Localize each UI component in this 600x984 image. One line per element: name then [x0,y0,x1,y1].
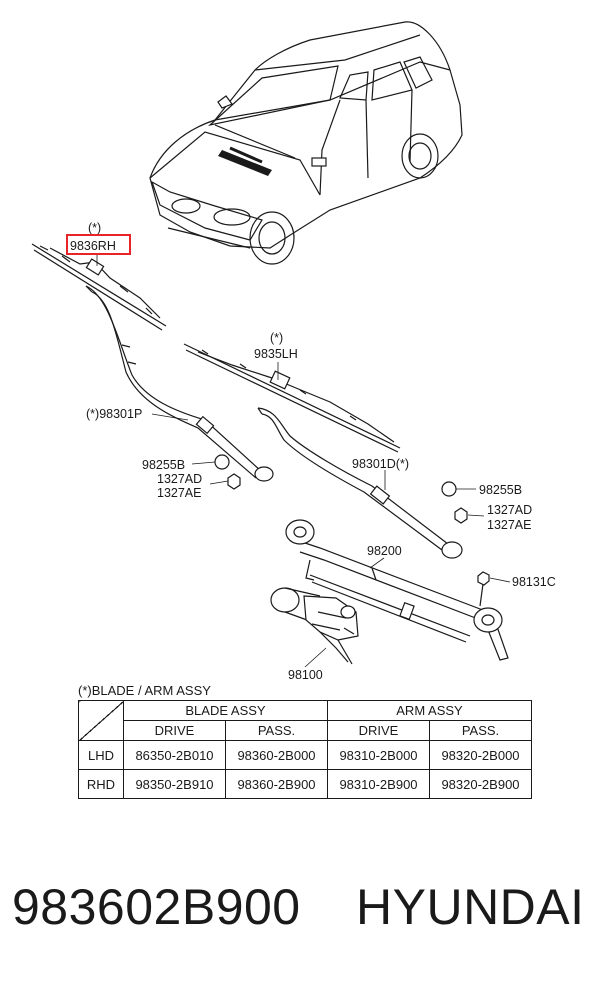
wiper-motor [270,587,359,665]
cap-left [214,454,230,470]
brand-name: HYUNDAI [356,879,585,935]
part-number-table: BLADE ASSY ARM ASSY DRIVE PASS. DRIVE PA… [78,700,532,799]
callout-cap-right[interactable]: 98255B [479,483,522,497]
callout-arm-p[interactable]: (*)98301P [86,407,142,421]
callout-lh-blade[interactable]: 9835LH [254,347,298,361]
mark-top: (*) [88,221,101,235]
car-illustration [149,21,463,265]
mark-lh: (*) [270,331,283,345]
cell-lhd-arm-drive: 98310-2B000 [327,740,430,770]
bolt [477,571,490,607]
cell-lhd-arm-pass: 98320-2B000 [429,740,532,770]
table-row: LHD 86350-2B010 98360-2B000 98310-2B000 … [78,740,532,770]
callout-motor[interactable]: 98100 [288,668,323,680]
cell-rhd-blade-pass: 98360-2B900 [225,769,328,799]
row-label-rhd: RHD [78,769,124,799]
callout-cap-left[interactable]: 98255B [142,458,185,472]
subheader-blade-pass: PASS. [225,720,328,741]
leader-lines [96,254,511,668]
wiper-parts-diagram: (*) 9836RH (*) 9835LH (*)98301P 98255B 1… [31,21,556,680]
table-row: RHD 98350-2B910 98360-2B900 98310-2B900 … [78,769,532,799]
cell-rhd-blade-drive: 98350-2B910 [123,769,226,799]
cell-lhd-blade-pass: 98360-2B000 [225,740,328,770]
table-note: (*)BLADE / ARM ASSY [78,683,211,698]
callout-nut-ad-right[interactable]: 1327AD [487,503,532,517]
lh-blade [183,343,401,453]
subheader-blade-drive: DRIVE [123,720,226,741]
rh-arm [85,285,274,482]
callout-nut-ad-left[interactable]: 1327AD [157,472,202,486]
callout-nut-ae-right[interactable]: 1327AE [487,518,531,532]
rh-blade-highlight-box [66,234,131,255]
callout-linkage[interactable]: 98200 [367,544,402,558]
cap-right [441,481,457,497]
part-number: 983602B900 [12,879,301,935]
callout-rh-blade[interactable]: 9836RH [70,239,116,253]
row-label-lhd: LHD [78,740,124,770]
callout-nut-ae-left[interactable]: 1327AE [157,486,201,500]
callout-arm-d[interactable]: 98301D(*) [352,457,409,471]
cell-lhd-blade-drive: 86350-2B010 [123,740,226,770]
header-blade-assy: BLADE ASSY [123,700,328,721]
linkage-assembly [285,519,509,661]
cell-rhd-arm-pass: 98320-2B900 [429,769,532,799]
cell-rhd-arm-drive: 98310-2B900 [327,769,430,799]
table-corner-cell [78,700,124,741]
nut-right [454,507,468,524]
callout-bolt[interactable]: 98131C [512,575,556,589]
lh-arm [257,407,463,559]
rh-blade [31,243,167,331]
subheader-arm-pass: PASS. [429,720,532,741]
subheader-arm-drive: DRIVE [327,720,430,741]
header-arm-assy: ARM ASSY [327,700,532,721]
nut-left [227,473,241,490]
